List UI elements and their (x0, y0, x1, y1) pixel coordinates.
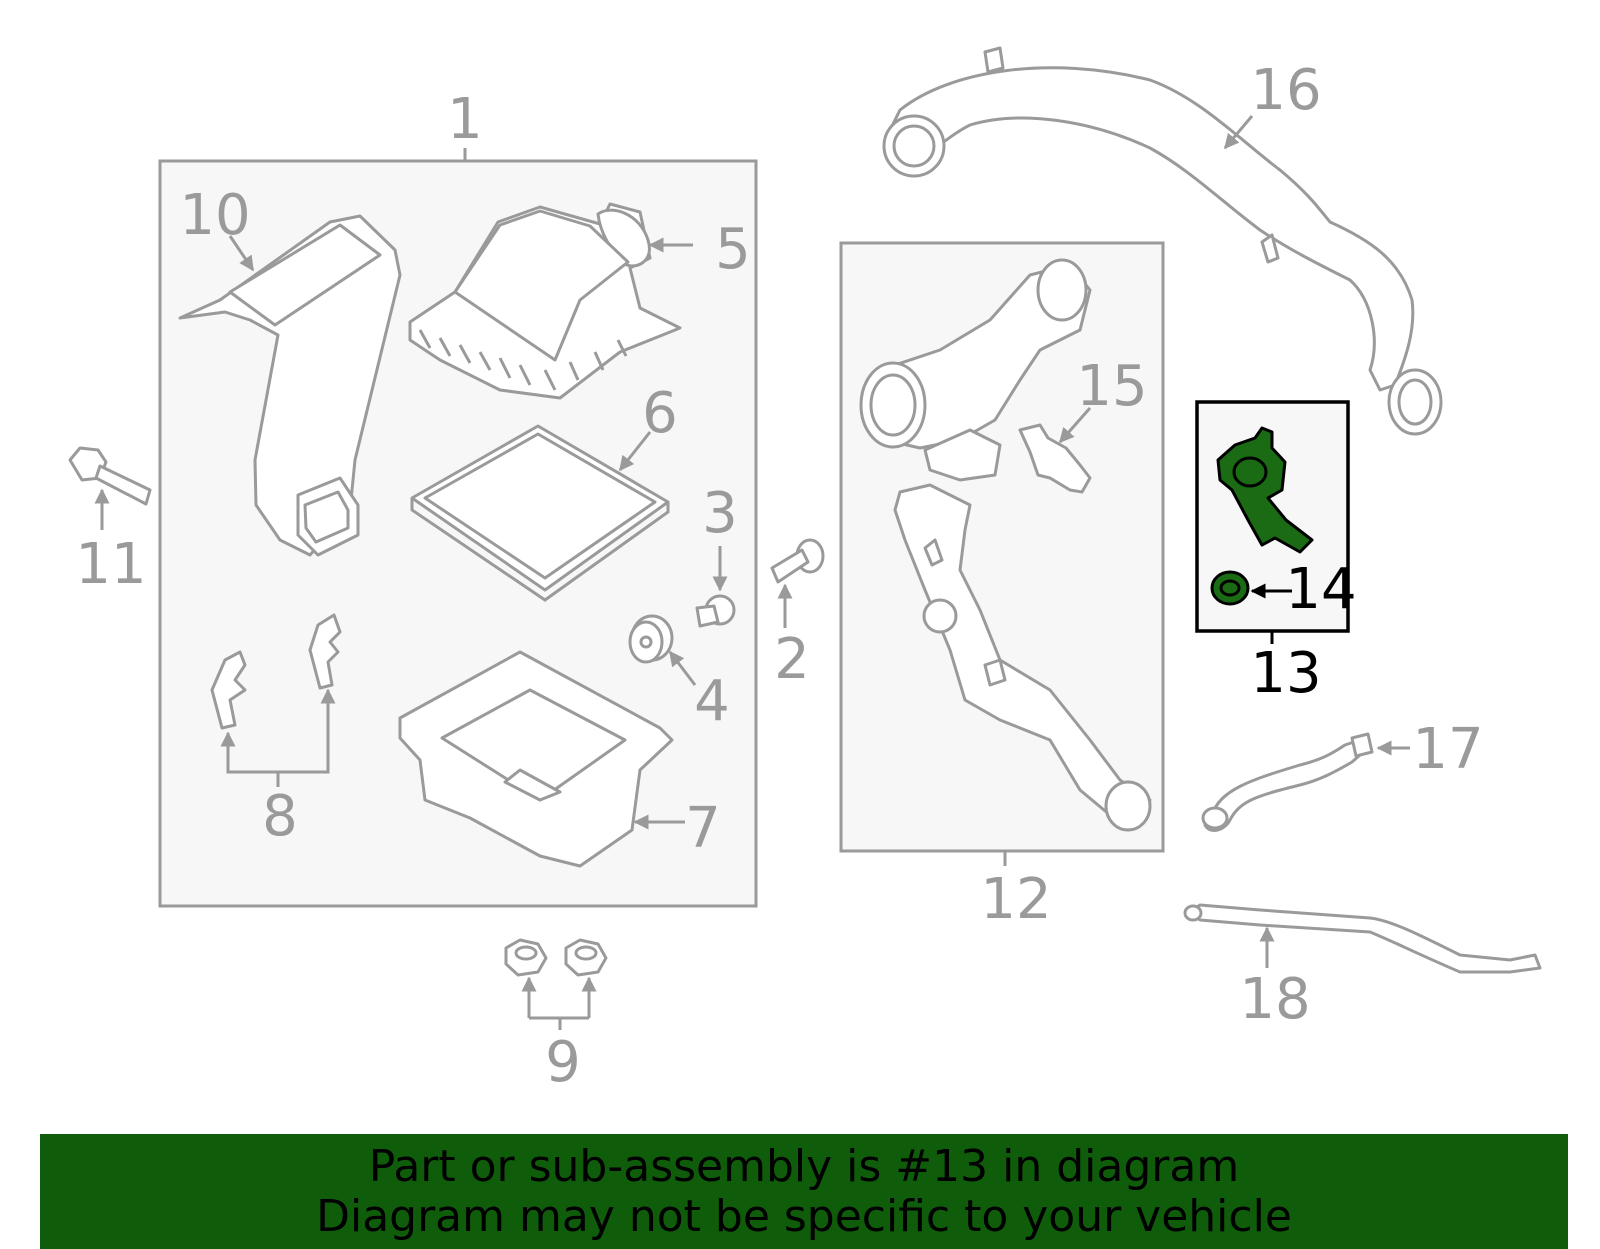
part-18-tube[interactable] (1183, 903, 1542, 974)
part-16-upper-duct[interactable] (882, 46, 1443, 436)
part-2-bolt[interactable] (770, 538, 825, 584)
label-10[interactable]: 10 (179, 183, 250, 248)
part-4-grommet[interactable] (628, 614, 674, 664)
label-13[interactable]: 13 (1250, 641, 1321, 706)
label-2[interactable]: 2 (774, 627, 810, 692)
label-16[interactable]: 16 (1250, 58, 1321, 123)
part-13-valve[interactable] (1216, 426, 1314, 554)
label-1[interactable]: 1 (447, 87, 483, 152)
label-5[interactable]: 5 (715, 217, 751, 282)
label-4[interactable]: 4 (694, 669, 730, 734)
part-9-nuts[interactable] (504, 938, 608, 977)
info-banner: Part or sub-assembly is #13 in diagram D… (40, 1134, 1568, 1249)
part-10-inlet-duct[interactable] (178, 214, 402, 557)
part-3-push-pin[interactable] (695, 594, 736, 628)
label-6[interactable]: 6 (642, 381, 678, 446)
part-15-sensor[interactable] (1018, 423, 1092, 494)
part-14-gasket[interactable] (1210, 570, 1250, 606)
part-6-filter[interactable] (410, 424, 670, 602)
part-11-bolt[interactable] (68, 446, 152, 506)
label-14[interactable]: 14 (1285, 557, 1356, 622)
part-12-outlet-tube[interactable] (859, 258, 1152, 832)
label-9[interactable]: 9 (545, 1030, 581, 1095)
banner-line-1: Part or sub-assembly is #13 in diagram (368, 1140, 1240, 1192)
label-11[interactable]: 11 (75, 532, 146, 597)
label-15[interactable]: 15 (1076, 354, 1147, 419)
label-18[interactable]: 18 (1239, 967, 1310, 1032)
label-3[interactable]: 3 (702, 481, 738, 546)
part-8-clips[interactable] (210, 613, 342, 730)
label-12[interactable]: 12 (980, 867, 1051, 932)
label-8[interactable]: 8 (262, 784, 298, 849)
label-7[interactable]: 7 (685, 796, 721, 861)
part-5-cover[interactable] (408, 202, 682, 400)
label-17[interactable]: 17 (1412, 717, 1483, 782)
part-17-hose[interactable] (1201, 732, 1374, 832)
banner-line-2: Diagram may not be specific to your vehi… (316, 1190, 1292, 1242)
part-7-lower-housing[interactable] (398, 650, 674, 868)
